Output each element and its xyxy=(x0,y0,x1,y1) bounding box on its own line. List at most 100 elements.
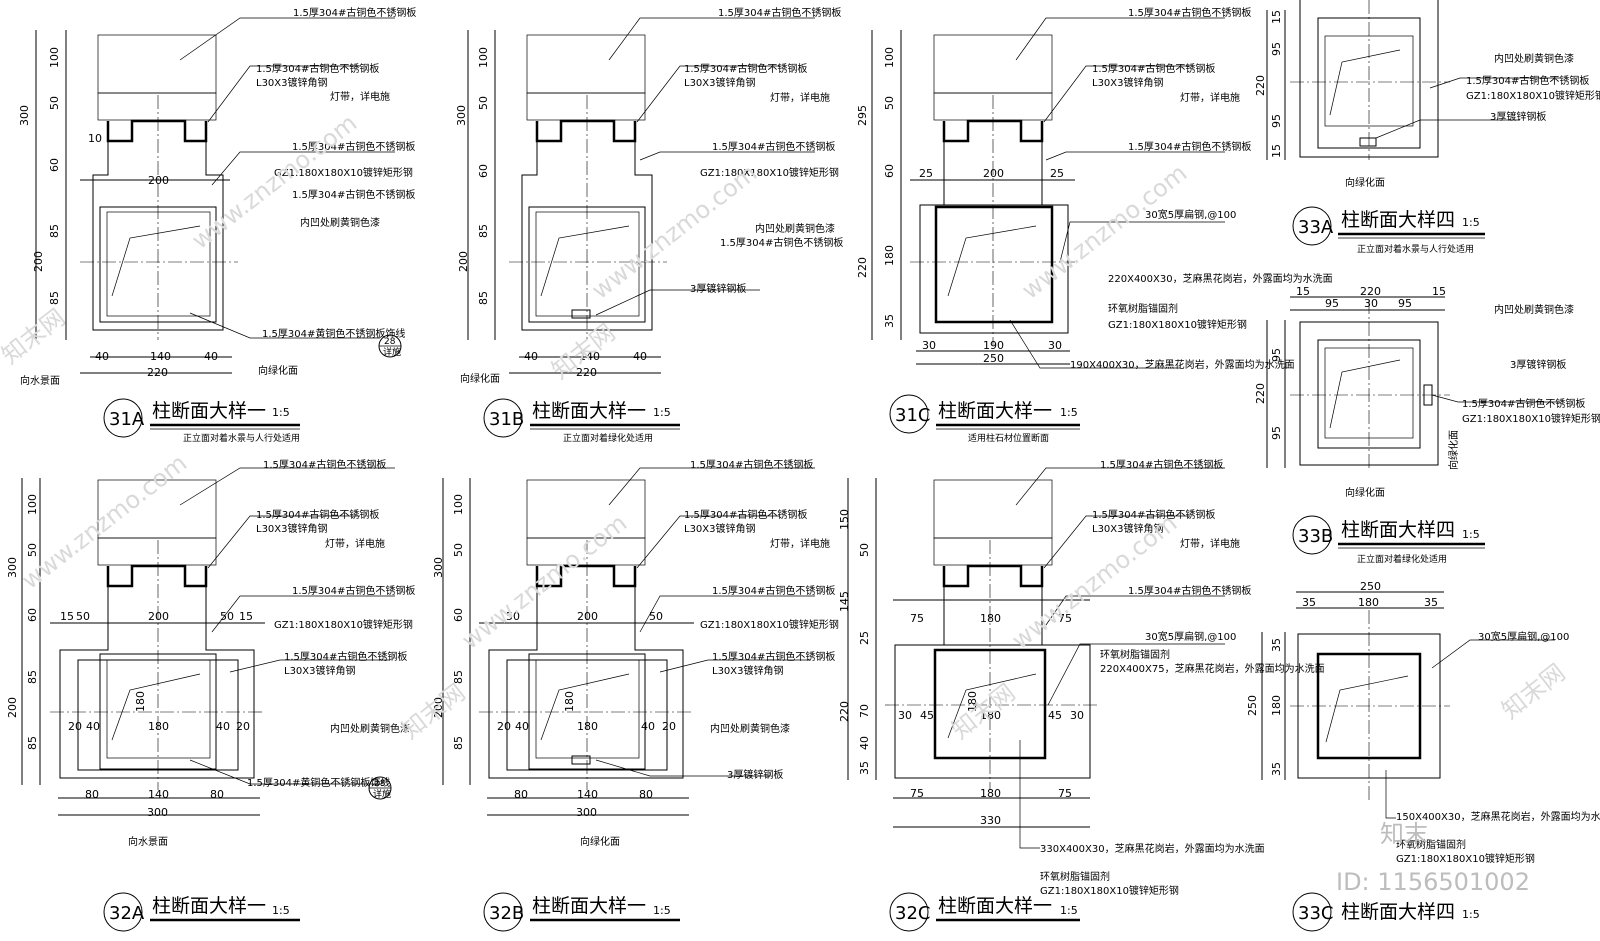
dim-label: 295 xyxy=(856,105,869,126)
facing-label: 向绿化面 xyxy=(258,364,298,377)
leader xyxy=(1429,77,1560,89)
note: L30X3镀锌角钢 xyxy=(684,76,756,89)
dim-label: 95 xyxy=(1270,348,1283,362)
dim-label: 100 xyxy=(477,47,490,68)
note: 灯带，详电施 xyxy=(1180,537,1240,550)
dim-label: 30 xyxy=(1070,709,1084,722)
note: 1.5厚304#古铜色不锈钢板 xyxy=(690,458,813,471)
leader xyxy=(639,151,815,161)
note: 150X400X30，芝麻黑花岗岩，外露面均为水洗面 xyxy=(1396,810,1600,823)
detail-32A: 300 100 50 60 85 200 85 15 50 200 50 15 … xyxy=(6,458,415,932)
dim-label: 100 xyxy=(26,494,39,515)
dim-label: 95 xyxy=(1325,297,1339,310)
leader xyxy=(595,759,770,777)
watermark-id: ID: 1156501002 xyxy=(1336,868,1530,896)
note: 1.5厚304#古铜色不锈钢板 xyxy=(712,140,835,153)
leader xyxy=(608,467,815,506)
note: 1.5厚304#古铜色不锈钢板 xyxy=(1092,508,1215,521)
dim-label: 80 xyxy=(85,788,99,801)
detail-32B: 300 100 50 60 85 200 85 50 200 50 20 40 … xyxy=(432,458,839,932)
fill-dots xyxy=(97,92,217,121)
dim-label: 15 xyxy=(1270,144,1283,158)
note: 内凹处刷黄铜色漆 xyxy=(1494,52,1574,65)
column-inner xyxy=(106,211,211,317)
leader xyxy=(1059,221,1225,263)
dim-label: 180 xyxy=(1270,695,1283,716)
note: 1.5厚304#古铜色不锈钢板 xyxy=(292,188,415,201)
note: 1.5厚304#古铜色不锈钢板 xyxy=(263,458,386,471)
note: 3厚镀锌钢板 xyxy=(1510,358,1566,371)
dim-label: 15 xyxy=(1432,285,1446,298)
dim-label: 10 xyxy=(88,132,102,145)
leader xyxy=(1045,151,1225,161)
detail-31A: 300 100 50 60 85 200 85 10 200 40 140 40… xyxy=(18,6,416,444)
dim-label: 250 xyxy=(983,352,1004,365)
note: 1.5厚304#古铜色不锈钢板 xyxy=(1466,74,1589,87)
dim-label: 30 xyxy=(1048,339,1062,352)
angle-steel xyxy=(106,119,208,143)
column-mark xyxy=(1329,359,1401,429)
dim-label: 60 xyxy=(883,164,896,178)
dim-label: 140 xyxy=(150,350,171,363)
dim-label: 85 xyxy=(452,670,465,684)
dim-label: 50 xyxy=(220,610,234,623)
note: 灯带，详电施 xyxy=(770,537,830,550)
dim-label: 200 xyxy=(148,174,169,187)
note: 1.5厚304#古铜色不锈钢板 xyxy=(293,6,416,19)
leader xyxy=(1043,65,1190,123)
detail-id: 32B xyxy=(489,903,524,924)
dim-label: 30 xyxy=(1364,297,1378,310)
detail-title: 柱断面大样一 xyxy=(938,400,1052,422)
note: 1.5厚304#古铜色不锈钢板 xyxy=(292,140,415,153)
dim-label: 25 xyxy=(1050,167,1064,180)
note: 内凹处刷黄铜色漆 xyxy=(710,722,790,735)
column-mark xyxy=(111,673,201,741)
note: GZ1:180X180X10镀锌矩形钢 xyxy=(274,618,413,631)
note: 环氧树脂锚固剂 xyxy=(1100,648,1170,661)
dim-label: 220 xyxy=(1360,285,1381,298)
note: L30X3镀锌角钢 xyxy=(712,664,784,677)
dim-label: 30 xyxy=(922,339,936,352)
dim-label: 60 xyxy=(26,608,39,622)
note: 环氧树脂锚固剂 xyxy=(1040,870,1110,883)
leader xyxy=(608,17,815,61)
detail-title: 柱断面大样四 xyxy=(1341,519,1455,541)
note: 1.5厚304#古铜色不锈钢板 xyxy=(718,6,841,19)
column-mark xyxy=(947,225,1037,297)
note: GZ1:180X180X10镀锌矩形钢 xyxy=(700,166,839,179)
detail-bubble xyxy=(1292,206,1332,246)
angle-steel xyxy=(106,564,208,588)
dim-label: 35 xyxy=(883,314,896,328)
detail-32C: 150 50 145 25 220 70 40 35 75 180 75 30 … xyxy=(838,458,1325,932)
note: GZ1:180X180X10镀锌矩形钢 xyxy=(1462,412,1600,425)
detail-33A: 15 95 220 95 15 内凹处刷黄铜色漆 1.5厚304#古铜色不锈钢板… xyxy=(1254,0,1600,255)
note: 1.5厚304#古铜色不锈钢板 xyxy=(1128,140,1251,153)
dim-label: 50 xyxy=(477,96,490,110)
detail-title: 柱断面大样四 xyxy=(1341,901,1455,923)
note: 内凹处刷黄铜色漆 xyxy=(300,216,380,229)
dim-label: 180 xyxy=(980,787,1001,800)
note: 1.5厚304#古铜色不锈钢板 xyxy=(292,584,415,597)
granite-cladding xyxy=(894,644,1091,779)
galv-plate xyxy=(571,309,591,319)
dim-label: 145 xyxy=(838,591,851,612)
note: 1.5厚304#古铜色不锈钢板 xyxy=(712,584,835,597)
angle-steel xyxy=(535,119,637,143)
detail-bubble xyxy=(1292,515,1332,555)
dim-label: 50 xyxy=(506,610,520,623)
wall-hatch xyxy=(933,34,1053,94)
dim-label: 40 xyxy=(515,720,529,733)
detail-id: 31A xyxy=(109,409,145,430)
dim-label: 35 xyxy=(1302,596,1316,609)
detail-bubble xyxy=(1292,892,1332,932)
note: GZ1:180X180X10镀锌矩形钢 xyxy=(274,166,413,179)
dim-label: 50 xyxy=(26,543,39,557)
note: 330X400X30，芝麻黑花岗岩，外露面均为水洗面 xyxy=(1040,842,1265,855)
detail-31B: 300 100 50 60 85 200 85 40 140 40 220 向绿… xyxy=(455,6,843,444)
note: 3厚镀锌钢板 xyxy=(690,282,746,295)
leader xyxy=(1045,595,1225,626)
dim-label: 60 xyxy=(48,158,61,172)
facing-label: 向绿化面 xyxy=(1345,486,1385,499)
leader xyxy=(1009,319,1180,369)
detail-scale: 1:5 xyxy=(272,406,290,419)
